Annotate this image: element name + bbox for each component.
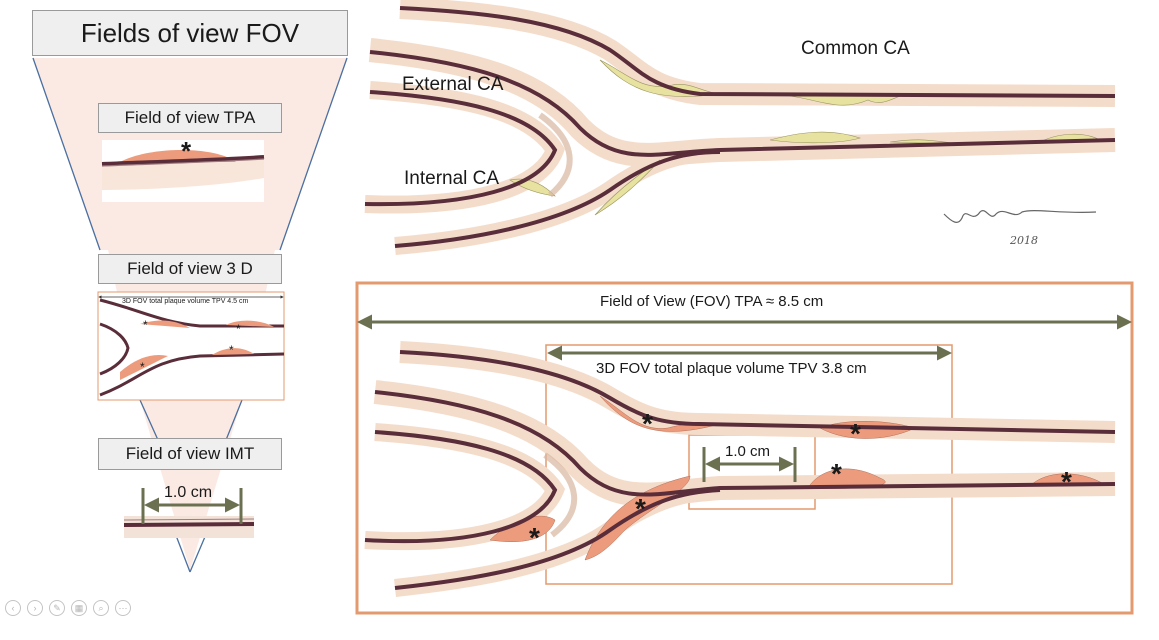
fov-3d-caption: 3D FOV total plaque volume TPV 3.8 cm (596, 360, 867, 377)
view3d-mini (98, 292, 284, 400)
view3d-asterisk: * (143, 318, 148, 332)
internal-ca-label: Internal CA (404, 168, 499, 190)
imt-label: Field of view IMT (98, 438, 282, 470)
plaque-asterisk: * (635, 493, 646, 525)
view3d-asterisk: * (236, 322, 241, 336)
external-ca-label: External CA (402, 74, 503, 96)
pen-icon[interactable]: ✎ (49, 600, 65, 616)
top-carotid (365, 8, 1115, 246)
view3d-asterisk: * (140, 360, 145, 374)
plaque-asterisk: * (529, 522, 540, 554)
signature-mark (944, 211, 1096, 223)
signature-year: 2018 (1010, 234, 1038, 247)
forward-icon[interactable]: › (27, 600, 43, 616)
tpa-asterisk: * (181, 136, 191, 167)
tpa-label: Field of view TPA (98, 103, 282, 133)
fov-title: Fields of view FOV (32, 10, 348, 56)
bottom-carotid (365, 352, 1115, 588)
fov-imt-caption: 1.0 cm (725, 443, 770, 460)
imt-measure: 1.0 cm (164, 484, 212, 502)
more-icon[interactable]: ⋯ (115, 600, 131, 616)
zoom-icon[interactable]: ⌕ (93, 600, 109, 616)
view3d-caption: 3D FOV total plaque volume TPV 4.5 cm (122, 298, 248, 305)
common-ca-label: Common CA (801, 38, 910, 60)
plaque-asterisk: * (850, 418, 861, 450)
back-icon[interactable]: ‹ (5, 600, 21, 616)
slides-icon[interactable]: ▦ (71, 600, 87, 616)
fov-tpa-caption: Field of View (FOV) TPA ≈ 8.5 cm (597, 293, 826, 310)
view3d-asterisk: * (229, 343, 234, 357)
plaque-asterisk: * (642, 408, 653, 440)
plaque-asterisk: * (831, 458, 842, 490)
plaque-asterisk: * (1061, 466, 1072, 498)
view3d-label: Field of view 3 D (98, 254, 282, 284)
